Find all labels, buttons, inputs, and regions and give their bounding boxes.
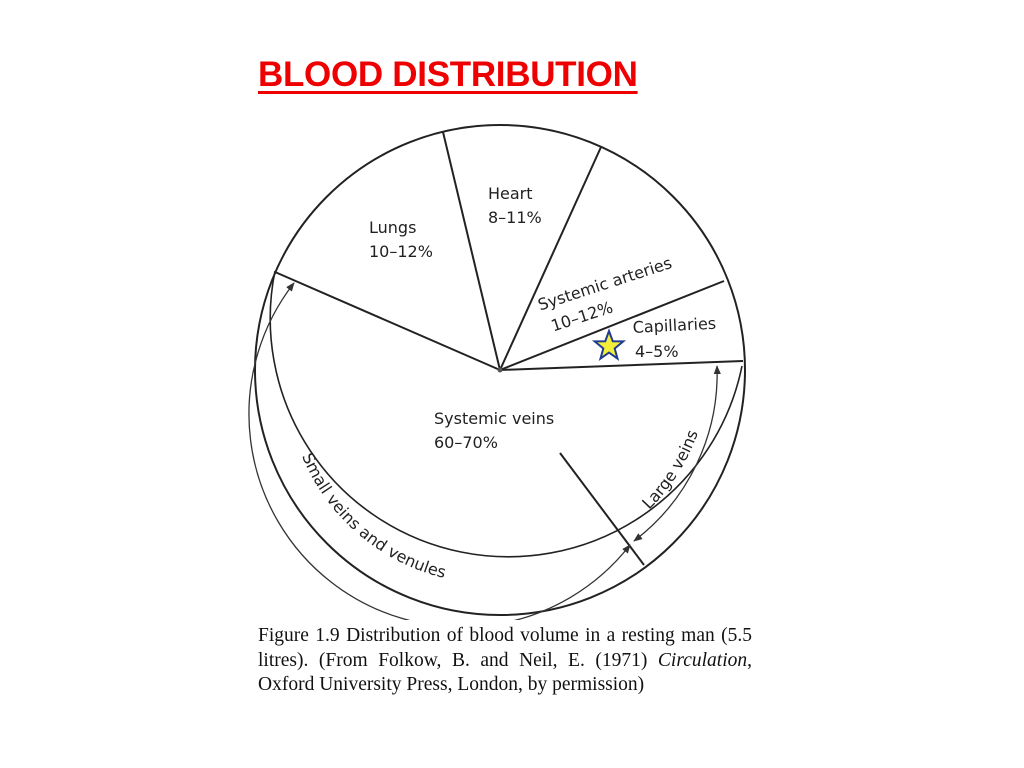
- figure-label: Figure 1.9: [258, 625, 340, 646]
- figure-caption: Figure 1.9 Distribution of blood volume …: [258, 624, 752, 698]
- star-icon: [591, 328, 627, 362]
- lungs-label: Lungs: [369, 218, 416, 237]
- capillaries-label: Capillaries: [632, 314, 716, 337]
- blood-distribution-diagram: Lungs 10–12% Heart 8–11% Systemic arteri…: [248, 124, 746, 620]
- large-veins-arrow: [633, 365, 721, 542]
- page-title: BLOOD DISTRIBUTION: [258, 55, 638, 94]
- systemic-veins-percent: 60–70%: [434, 433, 498, 452]
- caption-text-2: , Oxford University Press, London, by pe…: [258, 649, 752, 696]
- heart-label: Heart: [488, 184, 533, 203]
- capillaries-percent: 4–5%: [635, 342, 679, 361]
- caption-text-1: Distribution of blood volume in a restin…: [258, 625, 752, 671]
- small-veins-arrow: [248, 282, 631, 620]
- caption-work-title: Circulation: [657, 649, 748, 671]
- lungs-percent: 10–12%: [369, 242, 433, 261]
- systemic-veins-label: Systemic veins: [434, 409, 554, 428]
- heart-percent: 8–11%: [488, 208, 542, 227]
- pie-center: [497, 367, 503, 373]
